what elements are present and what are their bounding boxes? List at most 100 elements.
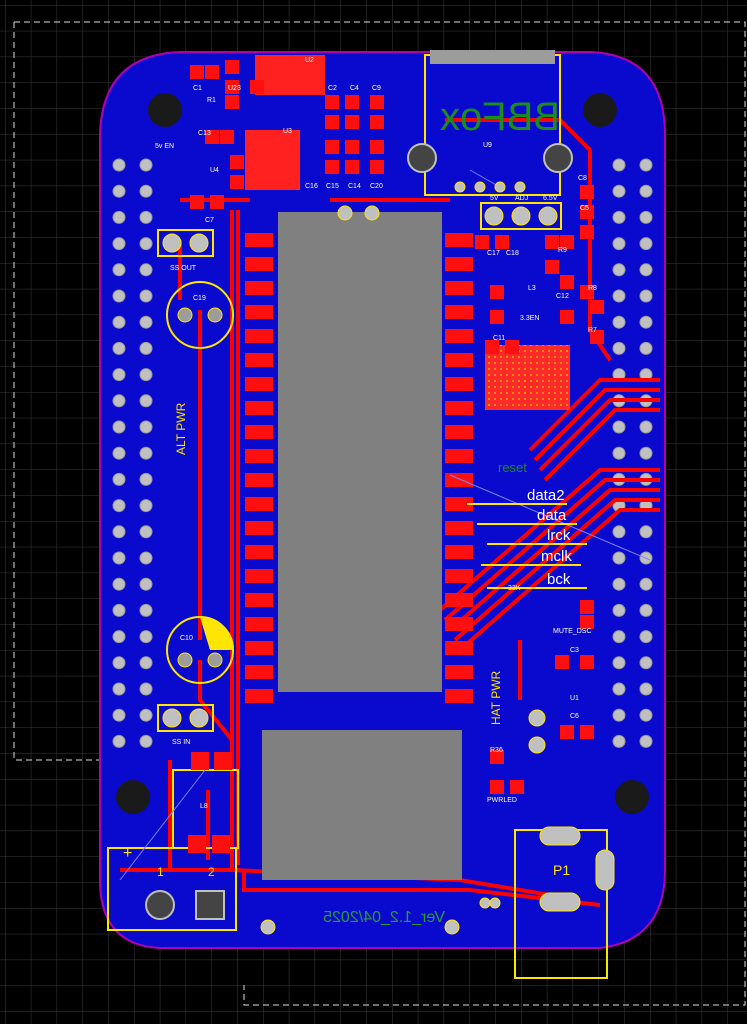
smd-pad: [490, 750, 504, 764]
header-pin: [639, 656, 653, 670]
module-pad: [445, 641, 473, 655]
module-pad: [445, 401, 473, 415]
module-pad: [245, 281, 273, 295]
board-name: BBFox: [440, 95, 560, 139]
header-pin: [139, 289, 153, 303]
smd-pad: [325, 140, 339, 154]
version-label: Ver_1.2_04/2025: [323, 909, 445, 926]
header-pin: [139, 420, 153, 434]
designator-l3: L3: [528, 285, 536, 292]
designator-u1: U1: [570, 695, 579, 702]
header-pin: [139, 368, 153, 382]
designator-c16: C16: [305, 183, 318, 190]
smd-pad: [190, 195, 204, 209]
designator-r7: R7: [588, 327, 597, 334]
designator-c9: C9: [372, 85, 381, 92]
header-pin: [639, 603, 653, 617]
module-pad: [445, 425, 473, 439]
header-pin: [139, 472, 153, 486]
header-pin: [139, 734, 153, 748]
designator-c18: C18: [506, 250, 519, 257]
label-alt-pwr: ALT PWR: [174, 402, 188, 455]
smd-pad: [230, 175, 244, 189]
header-pin: [639, 210, 653, 224]
copper-pour-u3: [245, 130, 300, 190]
module-pad: [245, 617, 273, 631]
header-pin: [139, 210, 153, 224]
module-pad: [445, 665, 473, 679]
header-pin: [112, 289, 126, 303]
designator-r8: R8: [588, 285, 597, 292]
net-label-mclk: mclk: [541, 548, 572, 565]
power-jack-u9: [407, 50, 573, 196]
module-pad: [245, 305, 273, 319]
header-pin: [112, 184, 126, 198]
module-pad: [245, 665, 273, 679]
smd-pad: [495, 235, 509, 249]
header-pin: [639, 525, 653, 539]
module-pad: [245, 569, 273, 583]
header-pin: [612, 603, 626, 617]
smd-pad: [370, 160, 384, 174]
smd-pad: [230, 155, 244, 169]
module-pad: [445, 257, 473, 271]
header-pin: [112, 446, 126, 460]
net-label-data2: data2: [527, 487, 565, 504]
label-hat-pwr: HAT PWR: [489, 670, 503, 725]
smd-pad: [250, 80, 264, 94]
header-pin: [639, 341, 653, 355]
module-pad: [445, 329, 473, 343]
header-pin: [112, 394, 126, 408]
smd-pad: [370, 115, 384, 129]
module-pad: [245, 233, 273, 247]
designator-c14: C14: [348, 183, 361, 190]
smd-pad: [580, 615, 594, 629]
header-pin: [112, 472, 126, 486]
header-pin: [112, 263, 126, 277]
module-pad: [445, 305, 473, 319]
header-pin: [112, 551, 126, 565]
header-pin: [139, 551, 153, 565]
header-pin: [639, 237, 653, 251]
smd-pad: [345, 115, 359, 129]
header-pin: [639, 682, 653, 696]
module-pad: [445, 521, 473, 535]
smd-pad: [225, 60, 239, 74]
header-pin: [139, 656, 153, 670]
header-pin: [139, 525, 153, 539]
smd-pad: [190, 65, 204, 79]
module-pads: [245, 233, 473, 703]
smd-pad: [505, 340, 519, 354]
smd-pad: [475, 235, 489, 249]
designator-c19: C19: [193, 295, 206, 302]
label-3v3-en: 3.3EN: [520, 315, 539, 322]
designator-c10: C10: [180, 635, 193, 642]
designator-c7: C7: [205, 217, 214, 224]
smd-pad: [590, 330, 604, 344]
header-pin: [639, 158, 653, 172]
module-pad: [445, 449, 473, 463]
smd-pad: [580, 205, 594, 219]
header-pin: [612, 315, 626, 329]
header-pin: [112, 210, 126, 224]
header-pin: [612, 158, 626, 172]
designator-u2: U2: [305, 57, 314, 64]
header-pin: [112, 656, 126, 670]
designator-c8: C8: [578, 175, 587, 182]
copper-traces: [120, 118, 660, 907]
header-pin: [112, 603, 126, 617]
designator-c1: C1: [193, 85, 202, 92]
header-pin: [112, 341, 126, 355]
header-pin: [612, 289, 626, 303]
smd-pad: [205, 130, 219, 144]
header-pin: [139, 341, 153, 355]
smd-pad: [325, 115, 339, 129]
smd-pad: [490, 780, 504, 794]
smd-pad: [345, 160, 359, 174]
module-pad: [445, 377, 473, 391]
designator-c3: C3: [570, 647, 579, 654]
label-ss-out: SS OUT: [170, 265, 197, 272]
